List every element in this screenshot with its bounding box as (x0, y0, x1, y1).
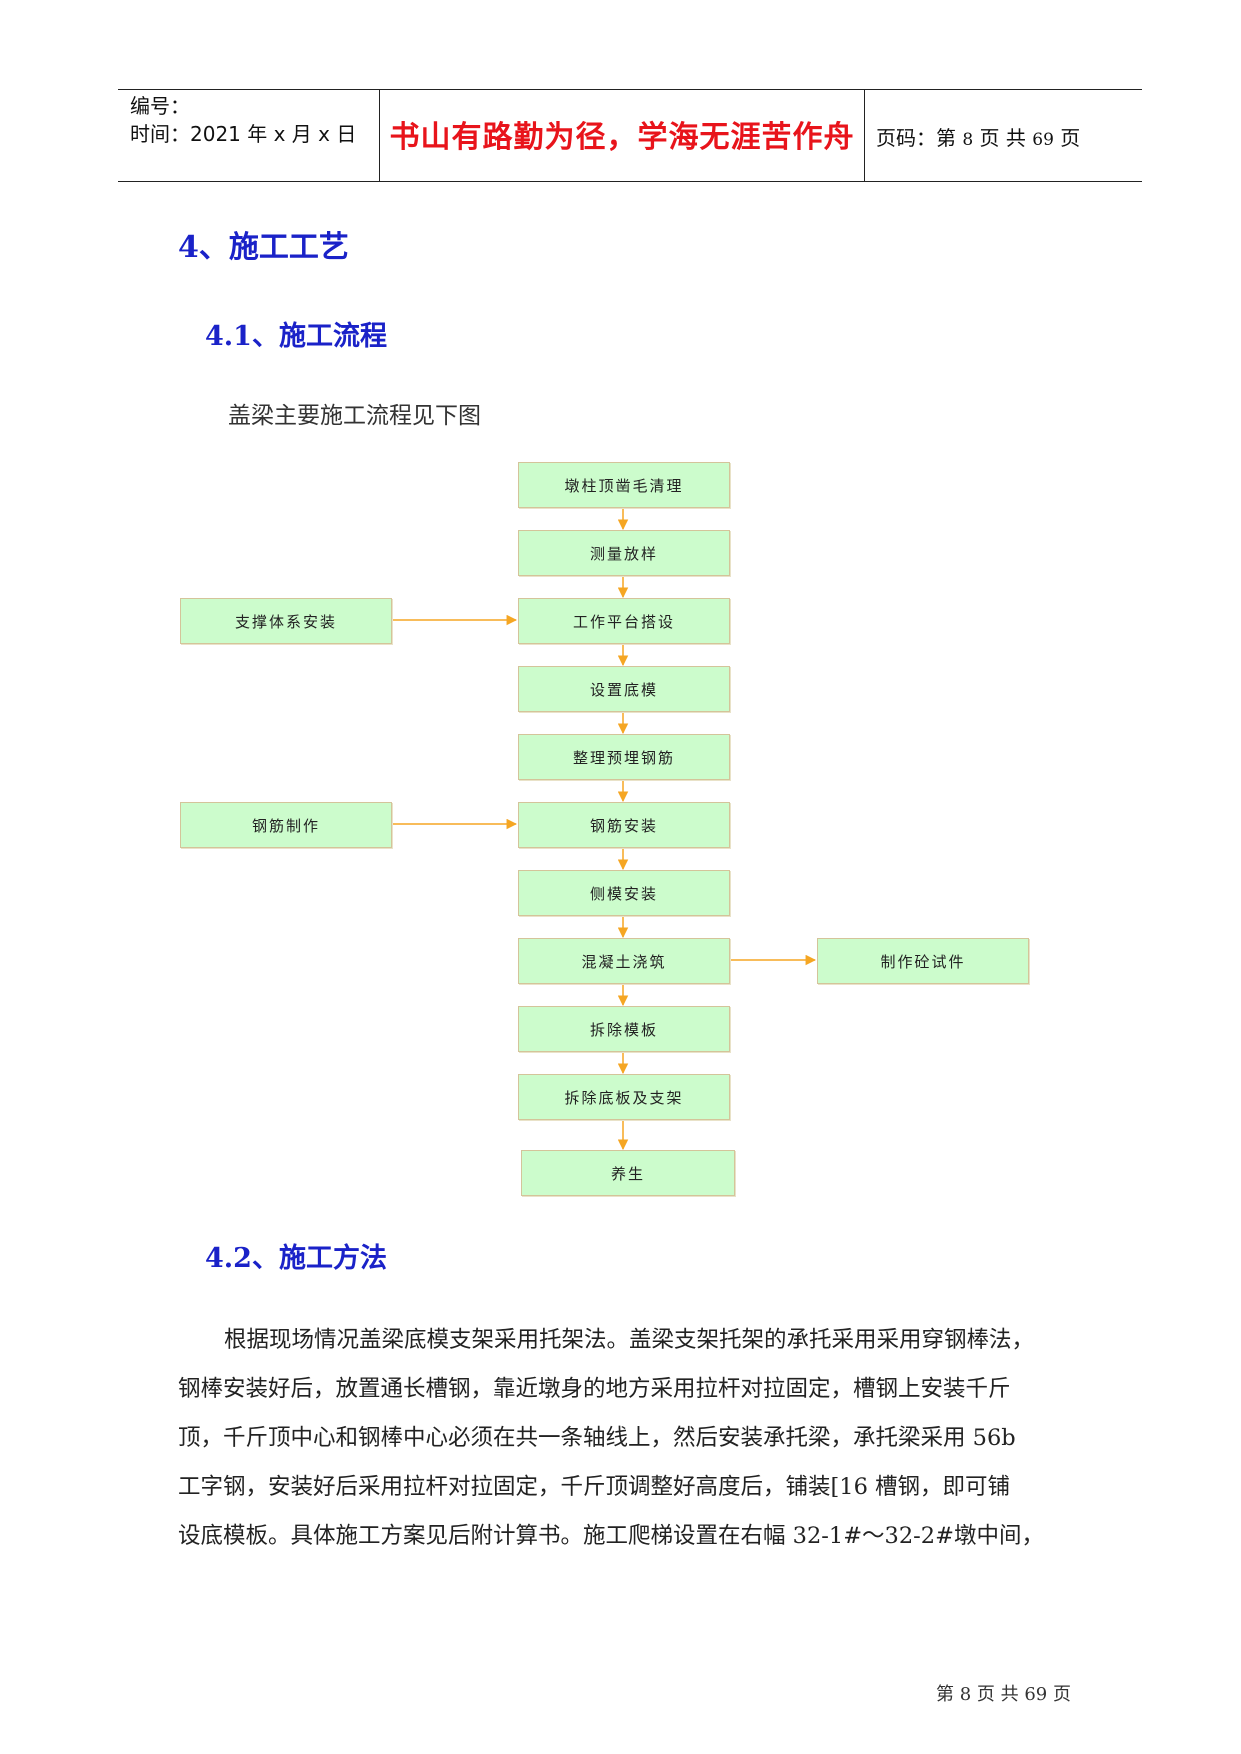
flow-step-5: 整理预埋钢筋 (518, 734, 730, 780)
flow-step-3: 工作平台搭设 (518, 598, 730, 644)
flow-step-10: 拆除底板及支架 (518, 1074, 730, 1120)
flow-side-support: 支撑体系安装 (180, 598, 392, 644)
paragraph-line: 设底模板。具体施工方案见后附计算书。施工爬梯设置在右幅 32-1#～32-2#墩… (178, 1523, 1044, 1549)
page-mid: 页 共 (979, 126, 1026, 150)
paragraph-line: 钢棒安装好后，放置通长槽钢，靠近墩身的地方采用拉杆对拉固定，槽钢上安装千斤 (178, 1376, 1011, 1402)
flow-side-rebar: 钢筋制作 (180, 802, 392, 848)
flow-intro-text: 盖梁主要施工流程见下图 (228, 403, 481, 429)
header-top-rule (118, 89, 1142, 90)
paragraph-line: 根据现场情况盖梁底模支架采用托架法。盖梁支架托架的承托采用采用穿钢棒法， (224, 1327, 1035, 1353)
flow-step-4: 设置底模 (518, 666, 730, 712)
flow-step-1: 墩柱顶凿毛清理 (518, 462, 730, 508)
page-current: 8 (962, 130, 974, 150)
flow-step-9: 拆除模板 (518, 1006, 730, 1052)
header-bottom-rule (118, 181, 1142, 182)
method-paragraph: 根据现场情况盖梁底模支架采用托架法。盖梁支架托架的承托采用采用穿钢棒法， 钢棒安… (178, 1316, 1108, 1561)
flow-step-6: 钢筋安装 (518, 802, 730, 848)
paragraph-line: 工字钢，安装好后采用拉杆对拉固定，千斤顶调整好高度后，铺装[16 槽钢，即可铺 (178, 1474, 1011, 1500)
flow-step-7: 侧模安装 (518, 870, 730, 916)
header-motto: 书山有路勤为径，学海无涯苦作舟 (389, 120, 855, 155)
page-footer: 第 8 页 共 69 页 (936, 1684, 1071, 1705)
section-title: 4、施工工艺 (178, 230, 349, 265)
flow-step-8: 混凝土浇筑 (518, 938, 730, 984)
header-divider (864, 89, 865, 182)
subsection-title-method: 4.2、施工方法 (205, 1243, 387, 1274)
header-divider (379, 89, 380, 182)
page-prefix: 页码：第 (876, 126, 956, 150)
page-suffix: 页 (1060, 126, 1081, 150)
header-number: 编号： (130, 94, 190, 118)
paragraph-line: 顶，千斤顶中心和钢棒中心必须在共一条轴线上，然后安装承托梁，承托梁采用 56b (178, 1425, 1016, 1451)
subsection-title-flow: 4.1、施工流程 (205, 321, 387, 352)
header-page-info: 页码：第 8 页 共 69 页 (876, 122, 1080, 151)
flow-step-11: 养生 (521, 1150, 735, 1196)
header-time: 时间：2021 年 x 月 x 日 (130, 122, 357, 146)
flow-step-2: 测量放样 (518, 530, 730, 576)
header-meta: 编号： 时间：2021 年 x 月 x 日 (130, 92, 356, 148)
page-total: 69 (1032, 130, 1054, 150)
flow-side-specimen: 制作砼试件 (817, 938, 1029, 984)
